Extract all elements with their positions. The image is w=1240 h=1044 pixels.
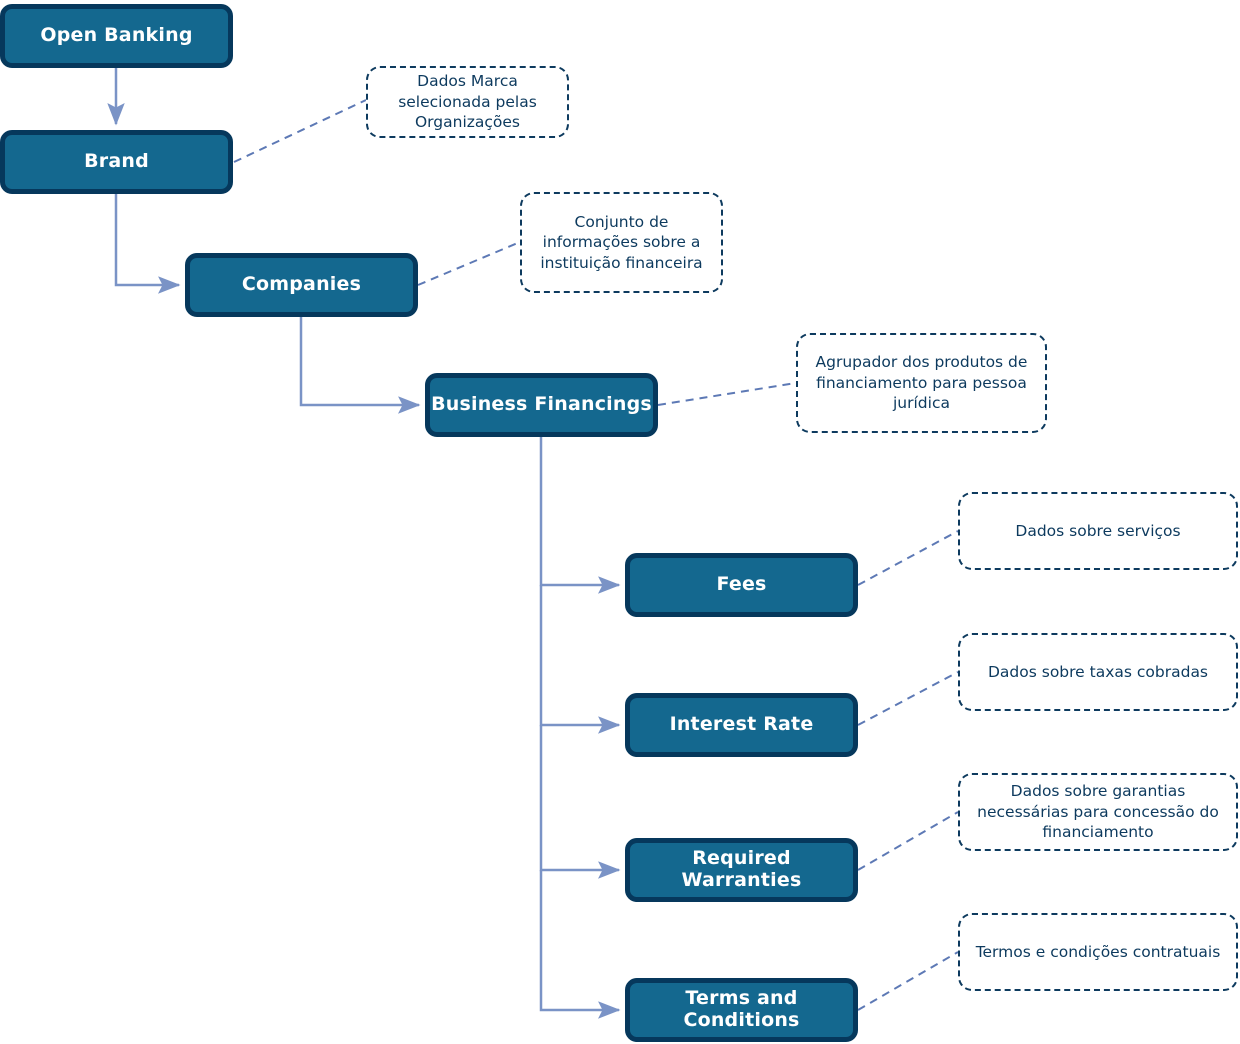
note-interest-rate: Dados sobre taxas cobradas <box>958 633 1238 711</box>
node-interest-rate[interactable]: Interest Rate <box>625 693 858 757</box>
edge-fees-note <box>857 530 959 586</box>
note-text: Dados Marca selecionada pelas Organizaçõ… <box>398 72 537 132</box>
node-label: Brand <box>84 150 149 173</box>
note-text: Termos e condições contratuais <box>975 942 1221 961</box>
edge-brand-companies <box>114 194 181 294</box>
edge-companies-business-financings <box>299 317 421 414</box>
node-open-banking[interactable]: Open Banking <box>0 4 233 68</box>
edge-business-financings-note <box>657 382 797 406</box>
node-companies[interactable]: Companies <box>185 253 418 317</box>
edge-business-financings-interest <box>539 585 621 734</box>
node-label: Interest Rate <box>669 713 814 736</box>
edge-interest-rate-note <box>857 671 959 726</box>
node-label: Business Financings <box>431 393 652 416</box>
note-required-warranties: Dados sobre garantias necessárias para c… <box>958 773 1238 851</box>
note-text: Conjunto de informações sobre a institui… <box>540 212 703 272</box>
edge-business-financings-warranties <box>539 725 621 879</box>
edge-terms-note <box>857 951 959 1011</box>
node-brand[interactable]: Brand <box>0 130 233 194</box>
node-label: Terms and Conditions <box>683 987 800 1031</box>
node-label: Required Warranties <box>681 847 802 891</box>
edge-business-financings-fees <box>539 437 621 594</box>
node-label: Open Banking <box>40 24 193 47</box>
note-fees: Dados sobre serviços <box>958 492 1238 570</box>
edge-required-warranties-note <box>857 811 959 871</box>
note-text: Dados sobre garantias necessárias para c… <box>977 782 1219 842</box>
node-fees[interactable]: Fees <box>625 553 858 617</box>
node-terms-and-conditions[interactable]: Terms and Conditions <box>625 978 858 1042</box>
edge-brand-note <box>233 99 367 163</box>
note-companies: Conjunto de informações sobre a institui… <box>520 192 723 293</box>
note-business-financings: Agrupador dos produtos de financiamento … <box>796 333 1047 433</box>
note-text: Dados sobre taxas cobradas <box>987 662 1209 681</box>
note-brand: Dados Marca selecionada pelas Organizaçõ… <box>366 66 569 138</box>
node-business-financings[interactable]: Business Financings <box>425 373 658 437</box>
edge-business-financings-terms <box>539 870 621 1019</box>
note-terms: Termos e condições contratuais <box>958 913 1238 991</box>
note-text: Agrupador dos produtos de financiamento … <box>815 353 1028 413</box>
node-label: Fees <box>716 573 767 596</box>
note-text: Dados sobre serviços <box>1015 521 1181 540</box>
edge-companies-note <box>417 241 521 286</box>
node-label: Companies <box>241 273 362 296</box>
node-required-warranties[interactable]: Required Warranties <box>625 838 858 902</box>
